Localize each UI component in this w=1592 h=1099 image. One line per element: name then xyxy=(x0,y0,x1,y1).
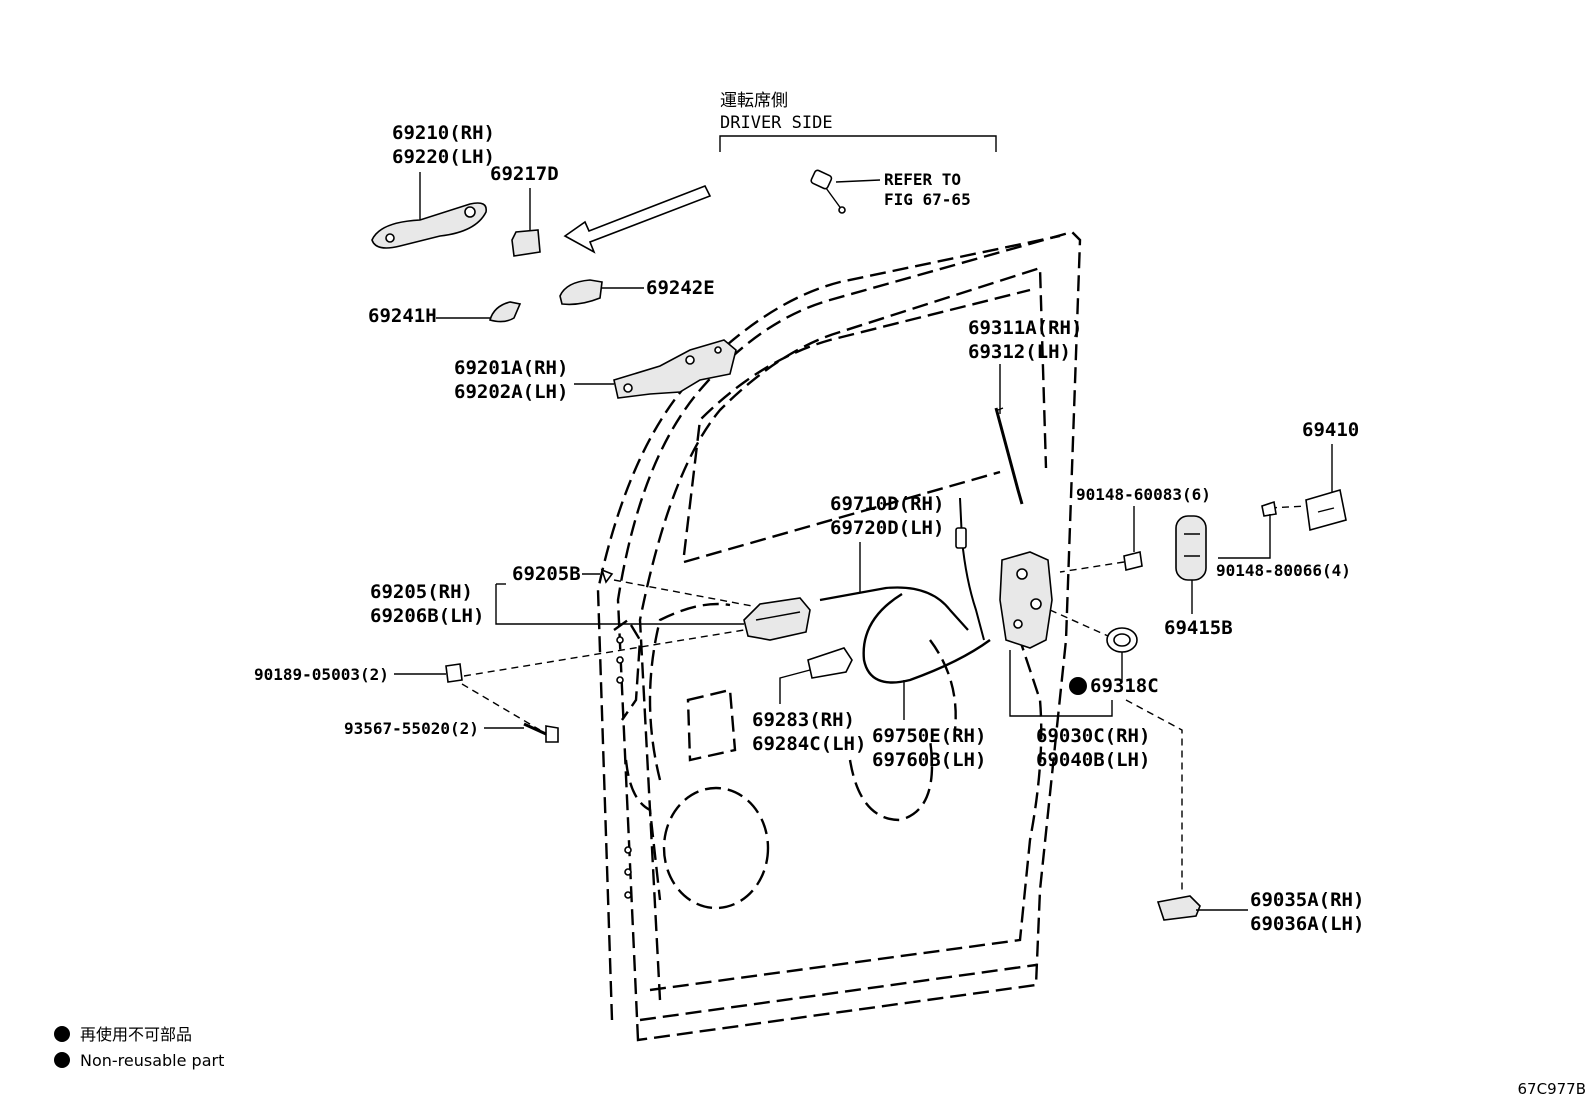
label-69220: 69220(LH) xyxy=(392,146,495,168)
label-93567-55020: 93567-55020(2) xyxy=(344,719,479,738)
label-69318C: 69318C xyxy=(1090,675,1159,697)
label-90148-80066: 90148-80066(4) xyxy=(1216,561,1351,580)
inside-handle-group: 69205B 69205(RH) 69206B(LH) 69283(RH) 69… xyxy=(370,563,866,755)
lock-rod-group: 69311A(RH) 69312(LH) xyxy=(968,317,1082,505)
fastener-group: 90189-05003(2) 93567-55020(2) xyxy=(254,629,745,743)
key-cylinder-reference: REFER TO FIG 67-65 xyxy=(810,169,971,214)
outside-handle-shape xyxy=(371,202,487,249)
label-69035A: 69035A(RH) xyxy=(1250,889,1364,911)
inside-handle-shape xyxy=(743,597,811,641)
screw-shape xyxy=(545,725,559,743)
legend-jp: 再使用不可部品 xyxy=(80,1025,192,1044)
outside-handle-group: 69210(RH) 69220(LH) 69217D 69242E 69241H… xyxy=(368,122,737,403)
legend-en: Non-reusable part xyxy=(80,1051,224,1070)
label-69206B: 69206B(LH) xyxy=(370,605,484,627)
non-reusable-marker xyxy=(1069,677,1087,695)
legend: 再使用不可部品 Non-reusable part xyxy=(54,1025,224,1070)
handle-pad-front-shape xyxy=(559,279,603,306)
label-69410: 69410 xyxy=(1302,419,1359,441)
lock-cover-group: 69415B xyxy=(1164,515,1233,639)
label-69720D: 69720D(LH) xyxy=(830,517,944,539)
handle-cap-shape xyxy=(511,229,541,257)
label-90189-05003: 90189-05003(2) xyxy=(254,665,389,684)
label-69205: 69205(RH) xyxy=(370,581,473,603)
clip-shape xyxy=(445,663,463,683)
label-90148-60083: 90148-60083(6) xyxy=(1076,485,1211,504)
driver-side-jp: 運転席側 xyxy=(720,91,788,111)
handle-bezel-shape xyxy=(807,647,853,679)
label-69030C: 69030C(RH) xyxy=(1036,725,1150,747)
label-69201A: 69201A(RH) xyxy=(454,357,568,379)
label-69205B: 69205B xyxy=(512,563,581,585)
label-69210: 69210(RH) xyxy=(392,122,495,144)
label-69040B: 69040B(LH) xyxy=(1036,749,1150,771)
label-69415B: 69415B xyxy=(1164,617,1233,639)
label-69202A: 69202A(LH) xyxy=(454,381,568,403)
legend-marker-2 xyxy=(54,1052,70,1068)
label-69750E: 69750E(RH) xyxy=(872,725,986,747)
driver-side-header: 運転席側 DRIVER SIDE xyxy=(563,91,997,254)
label-69311A: 69311A(RH) xyxy=(968,317,1082,339)
label-69710D: 69710D(RH) xyxy=(830,493,944,515)
label-69242E: 69242E xyxy=(646,277,715,299)
striker-group: 69410 90148-80066(4) xyxy=(1216,419,1359,580)
figure-code: 67C977B xyxy=(1518,1080,1586,1098)
legend-marker-1 xyxy=(54,1026,70,1042)
cable-group: 69710D(RH) 69720D(LH) 69750E(RH) 69760B(… xyxy=(819,493,991,771)
door-lock-group: 69030C(RH) 69040B(LH) 69318C xyxy=(999,551,1183,890)
label-69312: 69312(LH) xyxy=(968,341,1071,363)
label-69760B: 69760B(LH) xyxy=(872,749,986,771)
handle-pad-rear-shape xyxy=(489,301,522,323)
rod-end-group: 69035A(RH) 69036A(LH) xyxy=(1156,889,1364,935)
label-69241H: 69241H xyxy=(368,305,437,327)
direction-arrow xyxy=(563,184,712,254)
label-69036A: 69036A(LH) xyxy=(1250,913,1364,935)
door-lock-assy-shape xyxy=(999,551,1053,649)
label-69284C: 69284C(LH) xyxy=(752,733,866,755)
refer-fig-label: FIG 67-65 xyxy=(884,190,971,209)
label-69283: 69283(RH) xyxy=(752,709,855,731)
lock-bolt-group: 90148-60083(6) xyxy=(1059,485,1211,573)
label-69217D: 69217D xyxy=(490,163,559,185)
driver-side-en: DRIVER SIDE xyxy=(720,113,833,133)
rod-end-shape xyxy=(1156,895,1201,921)
handle-frame-shape xyxy=(613,339,737,399)
lock-cover-shape xyxy=(1175,515,1207,581)
refer-to-label: REFER TO xyxy=(884,170,961,189)
